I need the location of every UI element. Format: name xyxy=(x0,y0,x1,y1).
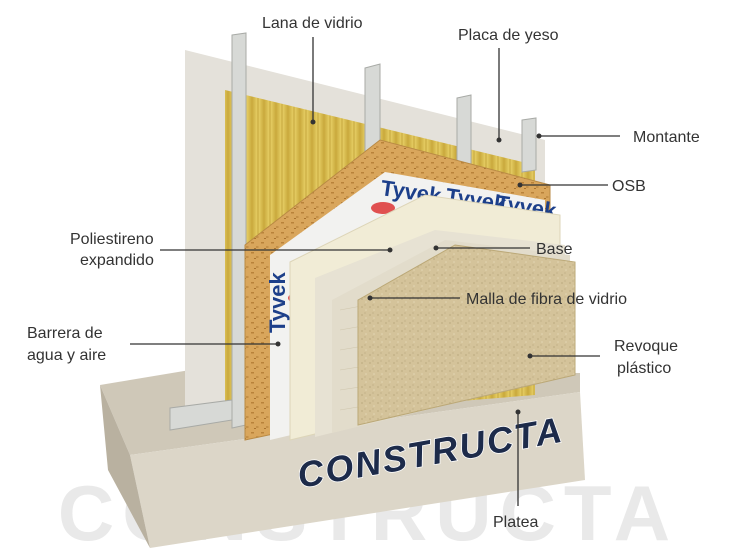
label-placa-de-yeso: Placa de yeso xyxy=(458,27,559,44)
label-barrera-2: agua y aire xyxy=(27,347,106,364)
revoque-plastico-layer xyxy=(357,244,576,426)
label-revoque-2: plástico xyxy=(617,360,671,377)
leader-lines xyxy=(130,37,620,506)
label-platea: Platea xyxy=(493,514,538,531)
label-barrera-1: Barrera de xyxy=(27,325,103,342)
label-base: Base xyxy=(536,241,573,258)
tyvek-text-5: Tyvek xyxy=(265,271,290,333)
label-lana-de-vidrio: Lana de vidrio xyxy=(262,15,363,32)
label-poliestireno-1: Poliestireno xyxy=(70,231,154,248)
dupont-logo-1 xyxy=(371,202,395,214)
label-malla: Malla de fibra de vidrio xyxy=(466,291,627,308)
label-revoque-1: Revoque xyxy=(614,338,678,355)
label-osb: OSB xyxy=(612,178,646,195)
label-poliestireno-2: expandido xyxy=(80,252,154,269)
label-montante: Montante xyxy=(633,129,700,146)
